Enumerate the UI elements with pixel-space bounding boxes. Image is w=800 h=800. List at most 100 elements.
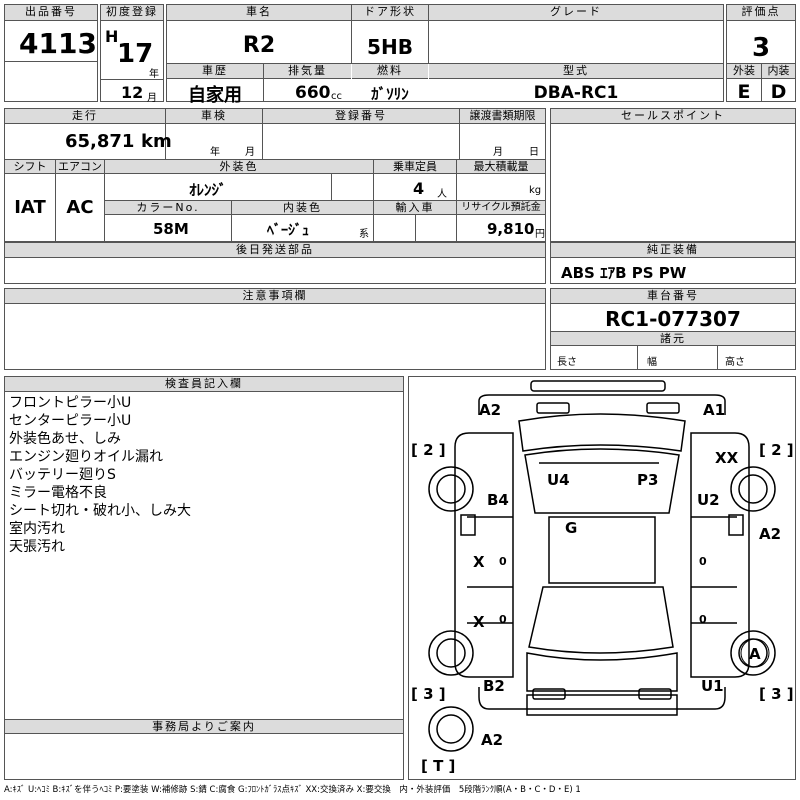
mark-door-rr: A2 [759,525,781,543]
inspection-year-unit: 年 [210,147,220,158]
fuel: ｶﾞｿﾘﾝ [371,85,409,103]
mark-front-right: A1 [703,401,725,419]
mark-tire-rl: [ 3 ] [411,685,446,703]
inspector-label: 検査員記入欄 [5,377,403,392]
inspector-note: エンジン廻りオイル漏れ [9,449,163,465]
recycle-fee: 9,810 [487,220,535,238]
inspector-note: フロントピラー小U [9,395,132,411]
int-color-unit: 系 [359,229,369,240]
capacity: 4 [413,179,425,198]
length-label: 長さ [557,357,577,368]
interior-label: 内装 [762,64,795,79]
max-load-unit: kg [529,185,542,196]
mark-zero-4: 0 [699,613,707,626]
transfer-day-unit: 日 [529,147,539,158]
mark-zero-1: 0 [499,555,507,568]
exterior-label: 外装 [727,64,761,79]
recycle-unit: 円 [535,229,545,240]
specs-label: 諸元 [551,331,795,346]
lot-number: 4113 [19,27,97,60]
interior-score: D [770,81,787,103]
inspector-note: 室内汚れ [9,521,65,537]
history: 自家用 [188,85,242,106]
mark-roof-left: U4 [547,471,570,489]
ac: AC [66,197,94,218]
era: H [105,27,119,46]
inspector-note: シート切れ・破れ小、しみ大 [9,503,191,519]
mark-quarter-left: B2 [483,677,505,695]
mark-front-left: A2 [479,401,501,419]
month-unit: 月 [147,93,157,104]
capacity-label: 乗車定員 [374,160,456,174]
fuel-label: 燃料 [352,64,428,79]
equipment: ABS ｴｱB PS PW [561,264,687,282]
int-color-label: 内装色 [232,201,373,215]
ext-color: ｵﾚﾝｼﾞ [189,181,227,199]
transfer-docs-label: 譲渡書類期限 [460,109,545,124]
ac-label: エアコン [56,160,104,174]
door-label: ドア形状 [352,5,428,21]
door-shape: 5HB [367,35,413,59]
history-label: 車歴 [167,64,263,79]
shift-label: シフト [5,160,55,174]
mark-glass: G [565,519,577,537]
inspector-note: 天張汚れ [9,539,65,555]
transfer-month-unit: 月 [493,147,503,158]
notes-label: 注意事項欄 [5,289,545,304]
inspector-note: ミラー電格不良 [9,485,107,501]
color-no-label: カラーNo. [105,201,231,215]
year-unit: 年 [149,69,159,80]
cc-unit: cc [331,91,342,102]
int-color: ﾍﾞｰｼﾞｭ [267,223,309,239]
mileage-label: 走行 [5,109,165,124]
height-label: 高さ [725,357,745,368]
score-box: 評価点 3 外装 内装 E D [726,4,796,103]
mark-quarter-right: U1 [701,677,724,695]
mark-zero-2: 0 [699,555,707,568]
later-parts-box: 後日発送部品 [4,242,546,284]
mark-spare-tire: [ T ] [421,757,455,775]
displacement: 660 [295,83,331,103]
exterior-score: E [737,81,751,103]
chassis-number: RC1-077307 [605,307,741,331]
mark-pillar-right: U2 [697,491,720,509]
notes-box: 注意事項欄 [4,288,546,370]
grade-label: グレード [429,5,723,21]
mark-fender-right: XX [715,449,739,467]
office-label: 事務局よりご案内 [5,719,403,734]
mark-tire-fr: [ 2 ] [759,441,794,459]
mark-door-rl: X [473,613,485,631]
car-name-label: 車名 [167,5,351,21]
width-label: 幅 [647,357,657,368]
car-diagram: A2 A1 [ 2 ] [ 2 ] U4 P3 XX B4 U2 G A2 X … [411,380,794,775]
mark-rear-wheel-right: A [749,645,761,663]
sales-points-label: セールスポイント [551,109,795,124]
recycle-label: リサイクル預託金 [457,201,545,215]
mark-door-fl: X [473,553,485,571]
capacity-unit: 人 [437,189,447,200]
model: DBA-RC1 [533,83,619,103]
mark-zero-3: 0 [499,613,507,626]
score-label: 評価点 [727,5,795,21]
mark-rear: A2 [481,731,503,749]
chassis-label: 車台番号 [551,289,795,304]
equipment-box: 純正装備 ABS ｴｱB PS PW [550,242,796,284]
mileage-unit: km [141,131,172,152]
car-name: R2 [242,33,276,58]
month: 12 [121,83,144,102]
mark-pillar-left: B4 [487,491,509,509]
displacement-label: 排気量 [264,64,351,79]
legend: A:ｷｽﾞ U:ﾍｺﾐ B:ｷｽﾞを伴うﾍｺﾐ P:要塗装 W:補修跡 S:錆 … [4,785,581,795]
model-label: 型式 [429,64,723,79]
import-label: 輸入車 [374,201,456,215]
inspection-month-unit: 月 [245,147,255,158]
car-diagram-box: A2 A1 [ 2 ] [ 2 ] U4 P3 XX B4 U2 G A2 X … [408,376,796,780]
max-load-label: 最大積載量 [457,160,545,174]
chassis-box: 車台番号 RC1-077307 諸元 長さ 幅 高さ [550,288,796,370]
inspector-note: センターピラー小U [9,413,132,429]
later-parts-label: 後日発送部品 [5,243,545,258]
equipment-label: 純正装備 [551,243,795,258]
lot-number-label: 出品番号 [5,5,97,21]
inspector-note: バッテリー廻りS [9,467,116,483]
vehicle-detail-box: 走行 車検 登録番号 譲渡書類期限 65,871 km 年 月 月 日 シフト … [4,108,546,242]
